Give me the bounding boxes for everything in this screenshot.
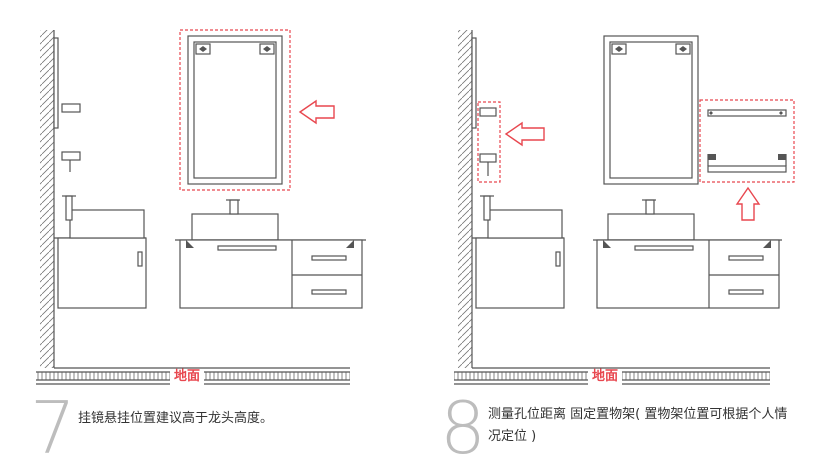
arrow-left-to-mirror [298, 99, 335, 125]
step7-diagram [36, 29, 366, 385]
step-number-8: 8 [440, 386, 486, 470]
front-mirror [179, 29, 291, 191]
arrow-left-to-hooks [504, 121, 545, 147]
side-cabinet-8 [472, 195, 565, 309]
wall-right-panel [458, 30, 473, 368]
side-mirror-profile-8 [471, 37, 477, 129]
side-mirror-profile [53, 37, 59, 129]
arrow-up-to-shelf [735, 186, 761, 221]
step-number-7: 7 [30, 386, 76, 470]
step7-caption-line1: 挂镜悬挂位置建议高于龙头高度。 [78, 411, 274, 426]
step7-caption: 挂镜悬挂位置建议高于龙头高度。 [78, 408, 273, 430]
step8-caption-line1: 测量孔位距离 固定置物架( 置物架位置可根据个人情 [488, 407, 788, 422]
floor-label-8: 地面 [588, 369, 623, 385]
shelf-highlight [699, 99, 795, 183]
wall-faucet-stubs [61, 103, 81, 172]
step8-diagram [454, 30, 795, 385]
floor-label-7: 地面 [170, 369, 205, 385]
vanity-cabinet-8 [593, 199, 782, 309]
wall-left [40, 30, 55, 368]
vanity-cabinet [175, 199, 366, 309]
step8-caption-line2: 况定位 ) [488, 429, 537, 444]
side-cabinet [54, 195, 147, 309]
front-mirror-8 [603, 35, 699, 185]
step8-caption: 测量孔位距离 固定置物架( 置物架位置可根据个人情 况定位 ) [488, 404, 818, 448]
wall-hooks-highlight [477, 101, 501, 183]
